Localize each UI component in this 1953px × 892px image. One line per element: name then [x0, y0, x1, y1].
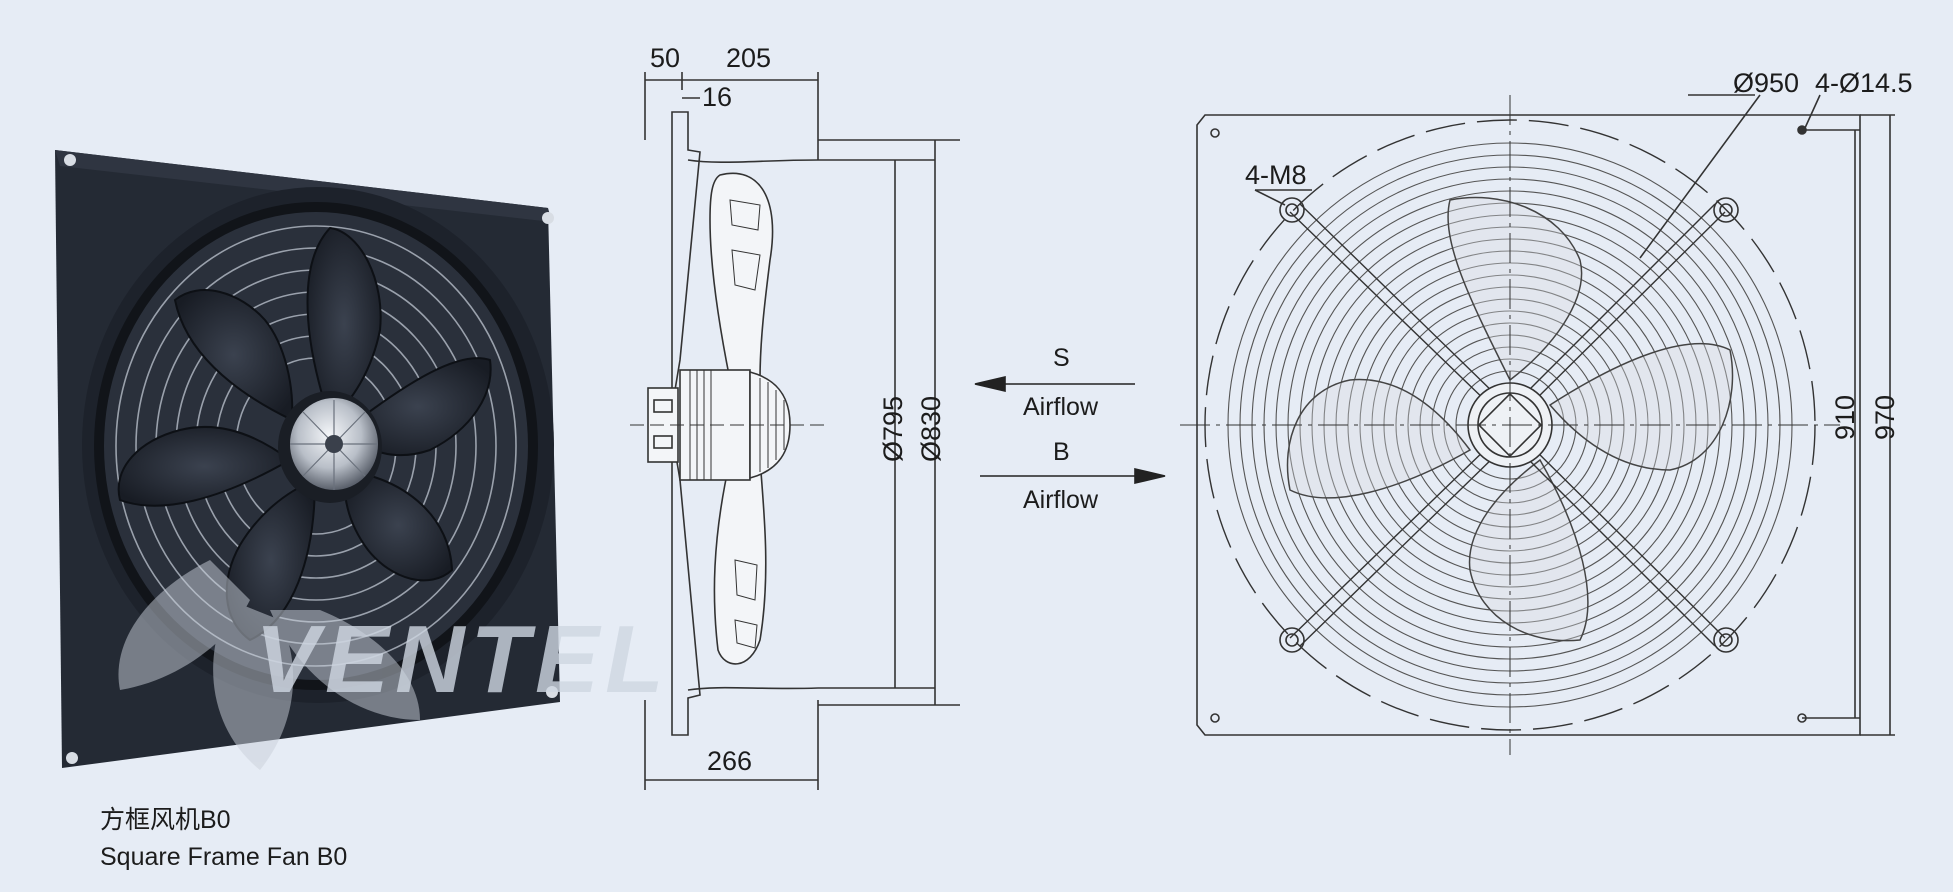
dim-266: 266: [707, 746, 753, 776]
dim-16: 16: [702, 82, 733, 112]
dim-910: 910: [1830, 394, 1860, 440]
front-struts: [1289, 203, 1726, 647]
caption-chinese: 方框风机B0: [100, 806, 231, 834]
dim-diameter-950: Ø950: [1733, 68, 1800, 98]
airflow-b-text: Airflow: [1023, 486, 1099, 514]
watermark-text: VENTEL: [255, 606, 670, 713]
dim-holes-14-5: 4-Ø14.5: [1815, 68, 1913, 98]
dim-thread-m8: 4-M8: [1245, 160, 1307, 190]
caption-english: Square Frame Fan B0: [100, 843, 348, 871]
dim-970: 970: [1870, 394, 1900, 440]
front-blades: [1286, 196, 1734, 642]
fan-blades: [117, 226, 492, 642]
side-blade-bottom: [713, 459, 767, 665]
front-strut-mounts: [1279, 197, 1739, 653]
dim-205: 205: [726, 43, 772, 73]
airflow-s-text: Airflow: [1023, 393, 1099, 421]
airflow-b-label: B: [1053, 438, 1070, 466]
airflow-s-label: S: [1053, 344, 1070, 372]
dim-50: 50: [650, 43, 681, 73]
